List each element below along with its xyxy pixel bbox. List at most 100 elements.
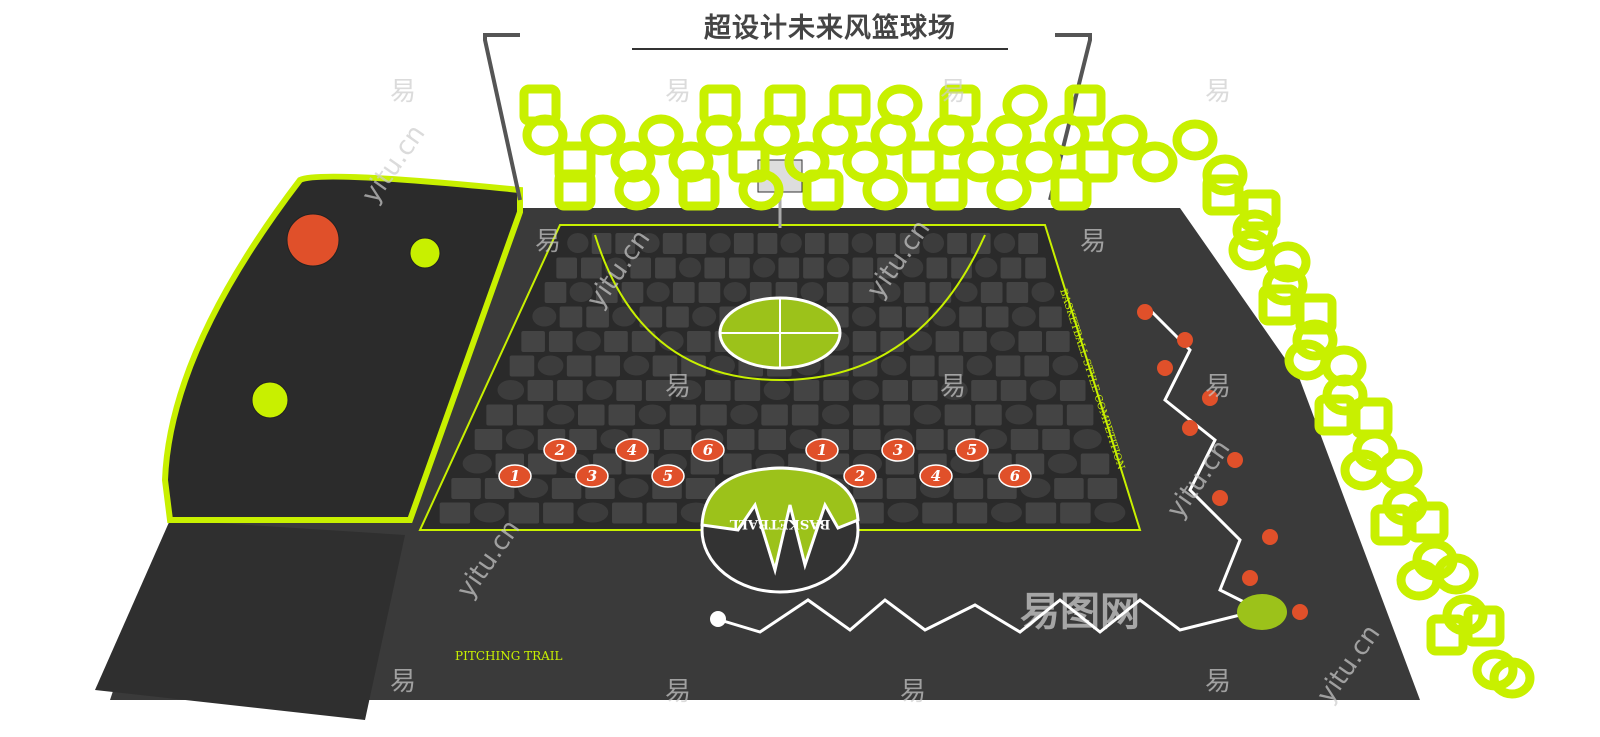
basketball-icon bbox=[286, 213, 340, 267]
court-tile bbox=[990, 502, 1022, 523]
court-tile bbox=[1080, 453, 1110, 475]
court-tile bbox=[658, 331, 684, 351]
ring bbox=[902, 141, 944, 183]
court-tile bbox=[662, 233, 683, 254]
red-ball bbox=[1212, 490, 1228, 506]
court-tile bbox=[1018, 331, 1043, 352]
ring bbox=[812, 114, 858, 156]
court-tile bbox=[723, 282, 747, 302]
court-tile bbox=[916, 429, 944, 450]
court-tile bbox=[537, 355, 564, 376]
court-tile bbox=[700, 404, 727, 426]
court-tile bbox=[577, 404, 605, 426]
number-marker bbox=[691, 438, 725, 462]
ring bbox=[696, 114, 742, 156]
court-tile bbox=[497, 380, 525, 400]
ring bbox=[522, 114, 568, 156]
court-tile bbox=[876, 233, 896, 254]
court-tile bbox=[521, 331, 545, 352]
watermark-glyph: 易 bbox=[1205, 77, 1231, 107]
court-tile bbox=[516, 404, 544, 426]
basketball-icon bbox=[409, 237, 441, 269]
lower-apron bbox=[95, 520, 405, 720]
court-tile bbox=[778, 257, 800, 279]
ring bbox=[1016, 141, 1062, 183]
court-tile bbox=[646, 502, 677, 524]
court-tile bbox=[674, 380, 702, 400]
ring bbox=[1202, 174, 1244, 216]
ring bbox=[842, 141, 888, 183]
court-tile bbox=[557, 380, 583, 401]
court-tile bbox=[971, 380, 997, 401]
court-tile bbox=[852, 380, 879, 400]
ring bbox=[1202, 154, 1248, 196]
red-ball bbox=[1227, 452, 1243, 468]
ring bbox=[1314, 394, 1356, 436]
center-logo-text: BASKETBALL bbox=[730, 516, 831, 531]
court-tile bbox=[780, 233, 802, 253]
court-tile bbox=[800, 282, 824, 302]
number-marker bbox=[498, 464, 532, 488]
court-tile bbox=[726, 429, 755, 450]
ring bbox=[1172, 119, 1218, 161]
court-tile bbox=[851, 233, 873, 253]
ring bbox=[926, 169, 968, 211]
court-tile bbox=[975, 404, 1002, 426]
court-tile bbox=[758, 429, 786, 450]
court-tile bbox=[929, 282, 952, 303]
brand-watermark: 易图网 bbox=[1020, 589, 1140, 635]
court-tile bbox=[905, 306, 929, 328]
number-marker-label: 3 bbox=[587, 467, 597, 485]
court-tile bbox=[615, 233, 636, 254]
ring bbox=[1295, 293, 1337, 335]
court-tile bbox=[951, 257, 972, 279]
court-tile bbox=[975, 257, 998, 278]
ring bbox=[1265, 241, 1311, 283]
court-tile bbox=[1087, 478, 1118, 499]
court-tile bbox=[1039, 306, 1062, 328]
court-tile bbox=[995, 355, 1021, 377]
court-tile bbox=[1052, 355, 1079, 376]
number-marker bbox=[881, 438, 915, 462]
number-marker bbox=[919, 464, 953, 488]
court-tile bbox=[621, 282, 644, 303]
court-tile bbox=[852, 331, 877, 352]
court-tile bbox=[595, 355, 621, 377]
red-balls bbox=[1137, 304, 1308, 620]
ring bbox=[580, 114, 626, 156]
watermark-glyph: 易 bbox=[390, 77, 416, 107]
court-tile bbox=[852, 282, 875, 303]
court-tile bbox=[851, 306, 876, 327]
court-tile bbox=[953, 478, 984, 499]
court-tile bbox=[877, 257, 898, 279]
ring bbox=[1102, 114, 1148, 156]
three-point-arc bbox=[594, 234, 986, 382]
number-marker-label: 5 bbox=[663, 467, 673, 485]
court-tile bbox=[901, 257, 924, 278]
ring bbox=[1044, 114, 1090, 156]
court-tile bbox=[1046, 331, 1070, 352]
court-tile bbox=[877, 282, 901, 302]
court-tile bbox=[604, 331, 628, 352]
court-tile bbox=[604, 257, 628, 278]
court-tile bbox=[556, 257, 578, 279]
ring bbox=[870, 114, 916, 156]
court-tile bbox=[616, 380, 642, 401]
red-ball bbox=[1262, 529, 1278, 545]
number-marker bbox=[955, 438, 989, 462]
court-tile bbox=[803, 257, 824, 279]
court-tile bbox=[956, 502, 988, 524]
court-tile bbox=[586, 380, 613, 400]
court-tile bbox=[532, 306, 557, 327]
court-tile bbox=[954, 282, 978, 302]
court-tile bbox=[544, 282, 567, 303]
court-tile bbox=[729, 257, 750, 279]
court-tile bbox=[1060, 502, 1091, 524]
court-tile bbox=[922, 233, 945, 253]
court-tile bbox=[623, 355, 650, 376]
court-tile bbox=[1094, 502, 1126, 523]
court-tile bbox=[886, 478, 917, 499]
court-tile bbox=[608, 404, 636, 426]
red-ball bbox=[1177, 332, 1193, 348]
